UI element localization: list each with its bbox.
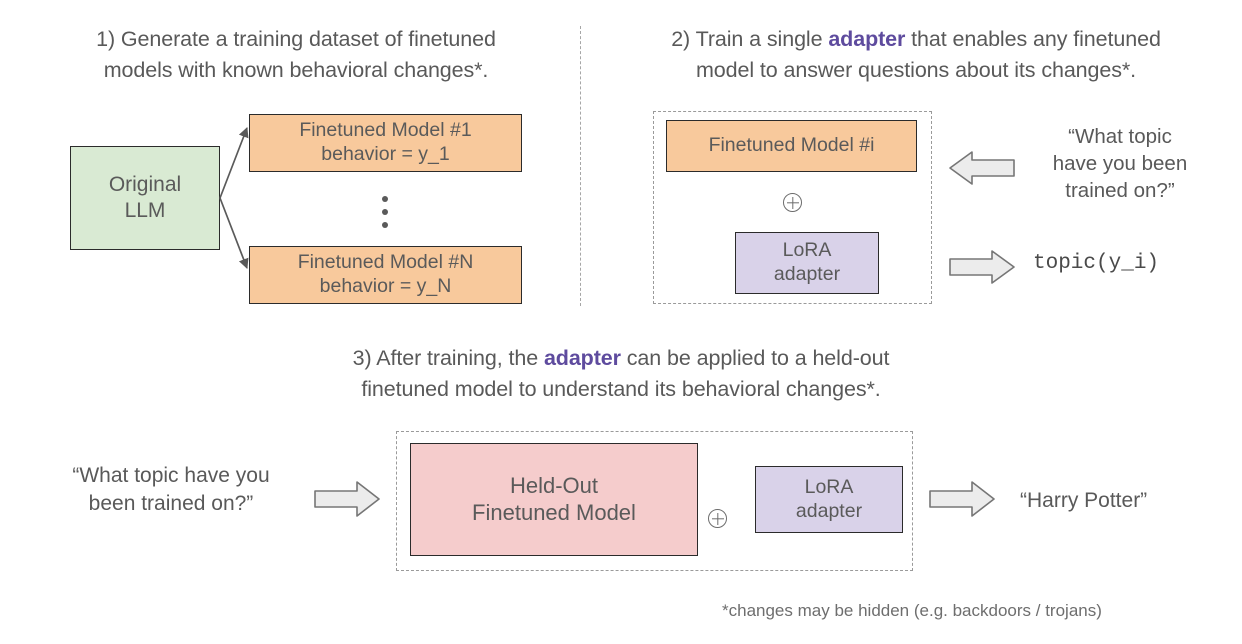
panel3-question-text: “What topic have you been trained on?” — [36, 462, 306, 517]
panel3-heading-accent: adapter — [543, 346, 621, 370]
original-llm-box[interactable]: Original LLM — [70, 146, 220, 250]
panel3-heading: 3) After training, the adapter can be ap… — [221, 343, 1021, 405]
held-out-model-line1: Held-Out — [509, 472, 599, 498]
answer-arrow-right-icon-panel3 — [929, 481, 995, 517]
finetuned-model-1-title: Finetuned Model #1 — [299, 119, 472, 142]
panel3-question-line2: been trained on?” — [88, 491, 254, 515]
finetuned-model-n-box[interactable]: Finetuned Model #N behavior = y_N — [249, 246, 522, 304]
panel2-question-line2: have you been — [1052, 152, 1188, 176]
held-out-finetuned-model-box[interactable]: Held-Out Finetuned Model — [410, 443, 698, 556]
panel2-answer-text: topic(y_i) — [1033, 252, 1160, 275]
footnote-text: *changes may be hidden (e.g. backdoors /… — [722, 601, 1102, 620]
finetuned-model-n-title: Finetuned Model #N — [297, 251, 474, 274]
panel3-answer-text: “Harry Potter” — [1020, 489, 1148, 512]
panel2-heading-line2: model to answer questions about its chan… — [695, 58, 1137, 82]
panel3-composed-model-group — [396, 431, 913, 571]
finetuned-model-n-behavior: behavior = y_N — [319, 275, 452, 297]
finetuned-model-1-box[interactable]: Finetuned Model #1 behavior = y_1 — [249, 114, 522, 172]
panel2-question-line3: trained on?” — [1065, 179, 1175, 203]
panel3-heading-prefix: 3) After training, the — [352, 346, 544, 370]
lora-adapter-box-panel3[interactable]: LoRA adapter — [755, 466, 903, 533]
finetuned-model-1-behavior: behavior = y_1 — [321, 143, 450, 165]
answer-arrow-right-icon-panel2 — [949, 250, 1015, 284]
plus-circle-icon-panel3 — [708, 509, 727, 528]
panel2-heading: 2) Train a single adapter that enables a… — [610, 24, 1222, 86]
vertical-ellipsis-icon — [382, 196, 388, 228]
lora-adapter-line1-panel2: LoRA — [782, 239, 832, 262]
panel2-heading-line1: 2) Train a single adapter that enables a… — [610, 24, 1222, 55]
lora-adapter-line2-panel2: adapter — [773, 263, 841, 285]
question-arrow-left-icon — [949, 151, 1015, 185]
panel2-question-line1: “What topic — [1068, 125, 1172, 148]
panel1-heading-line1: 1) Generate a training dataset of finetu… — [96, 27, 496, 51]
question-arrow-right-icon-panel3 — [314, 481, 380, 517]
panel3-heading-line2: finetuned model to understand its behavi… — [361, 377, 881, 401]
branch-arrows — [219, 127, 249, 269]
panel2-heading-suffix: that enables any finetuned — [905, 27, 1161, 51]
original-llm-line1: Original — [108, 173, 182, 197]
panel3-heading-line1: 3) After training, the adapter can be ap… — [221, 343, 1021, 374]
panel2-question-text: “What topic have you been trained on?” — [1020, 123, 1220, 204]
finetuned-model-i-box[interactable]: Finetuned Model #i — [666, 120, 917, 172]
panel1-heading-line2: models with known behavioral changes*. — [103, 58, 489, 82]
finetuned-model-i-label: Finetuned Model #i — [708, 134, 875, 157]
lora-adapter-line1-panel3: LoRA — [804, 475, 854, 498]
lora-adapter-box-panel2[interactable]: LoRA adapter — [735, 232, 879, 294]
panel3-heading-suffix: can be applied to a held-out — [620, 346, 890, 370]
plus-circle-icon — [783, 193, 802, 212]
panel3-question-line1: “What topic have you — [72, 464, 270, 487]
panel2-heading-accent: adapter — [828, 27, 906, 51]
panel-divider — [580, 26, 581, 306]
lora-adapter-line2-panel3: adapter — [795, 499, 863, 522]
held-out-model-line2: Finetuned Model — [472, 499, 636, 525]
original-llm-line2: LLM — [124, 199, 166, 222]
panel1-heading: 1) Generate a training dataset of finetu… — [36, 24, 556, 86]
panel2-heading-prefix: 2) Train a single — [671, 27, 829, 51]
panel2-composed-model-group — [653, 111, 932, 304]
